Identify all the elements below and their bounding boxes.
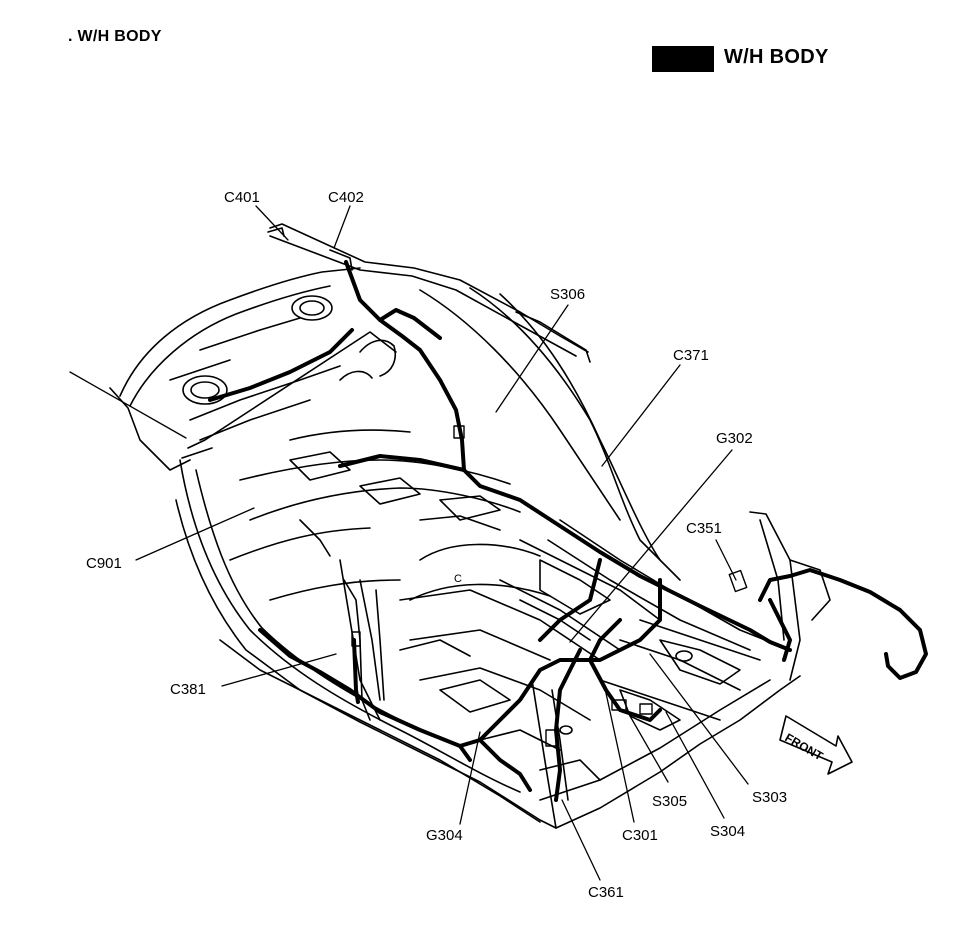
diagram-title: . W/H BODY	[68, 28, 162, 45]
label-c371: C371	[673, 347, 709, 364]
label-c901: C901	[86, 555, 122, 572]
label-s304: S304	[710, 823, 745, 840]
front-arrow	[779, 715, 853, 775]
label-c381: C381	[170, 681, 206, 698]
label-c351: C351	[686, 520, 722, 537]
car-body-outline	[109, 223, 831, 829]
label-panel-mark: C	[454, 573, 462, 585]
label-c402: C402	[328, 189, 364, 206]
leader-lines	[69, 205, 749, 881]
legend-label: W/H BODY	[724, 46, 829, 68]
label-c401: C401	[224, 189, 260, 206]
label-g302: G302	[716, 430, 753, 447]
body-wire-harness	[208, 260, 928, 802]
connectors	[351, 425, 748, 747]
label-c361: C361	[588, 884, 624, 901]
label-s303: S303	[752, 789, 787, 806]
legend-swatch	[652, 46, 714, 72]
label-c301: C301	[622, 827, 658, 844]
label-s306: S306	[550, 286, 585, 303]
label-s305: S305	[652, 793, 687, 810]
callout-labels: C401 C402 S306 C371 G302 C351 C901 C381 …	[86, 189, 826, 901]
label-g304: G304	[426, 827, 463, 844]
